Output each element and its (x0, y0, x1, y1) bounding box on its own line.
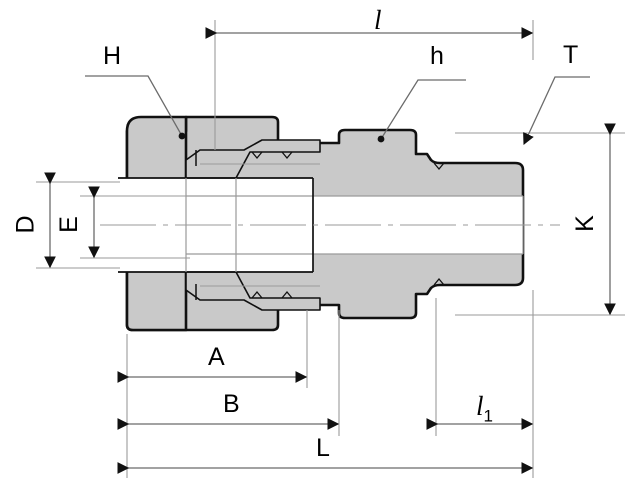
end-seal-tick-top (433, 162, 445, 171)
label-l: l (374, 5, 382, 35)
label-A: A (208, 343, 225, 371)
leader-dot-h (377, 135, 385, 143)
label-h: h (430, 42, 444, 70)
label-L: L (316, 434, 330, 462)
label-D: D (11, 215, 40, 234)
thread-ticks-upper (251, 151, 293, 160)
label-B: B (223, 390, 240, 418)
label-E: E (54, 216, 83, 233)
leader-line-h (380, 79, 466, 140)
label-T: T (563, 41, 579, 69)
label-K: K (570, 215, 599, 232)
label-l1-subscript: 1 (483, 406, 493, 426)
leader-line-H (85, 75, 183, 137)
label-l1-base: l (476, 391, 484, 421)
label-l1: l1 (476, 391, 493, 426)
dimension-lines-group (44, 27, 616, 474)
label-H: H (103, 42, 122, 70)
leader-line-T (523, 76, 590, 146)
leader-lines-group (85, 75, 590, 146)
thread-ticks-lower (251, 290, 293, 299)
leader-dot-H (178, 132, 186, 140)
end-seal-tick-bottom (433, 277, 445, 286)
